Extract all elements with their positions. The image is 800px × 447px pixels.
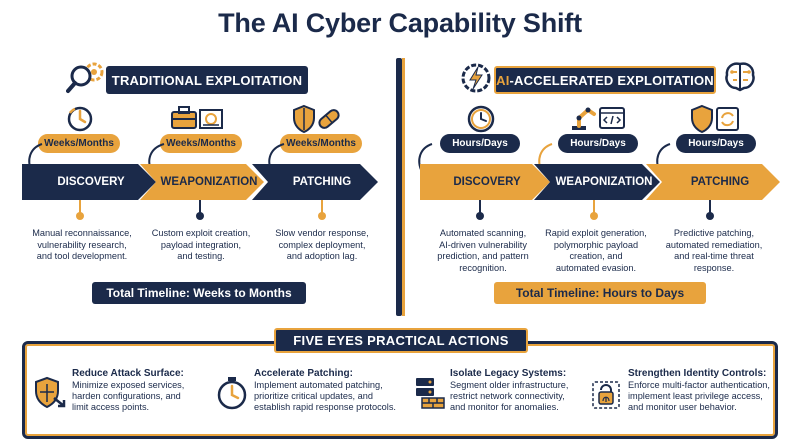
right-discovery-stage: DISCOVERY xyxy=(420,164,550,200)
heading-ai-prefix: AI xyxy=(496,72,510,88)
right-discovery-desc: Automated scanning, AI-driven vulnerabil… xyxy=(428,228,538,274)
action-isolate-legacy-systems: Isolate Legacy Systems: Segment older in… xyxy=(450,368,590,413)
stage-label: DISCOVERY xyxy=(453,176,521,188)
desc-line: and tool development. xyxy=(36,251,128,261)
desc-line: AI-driven vulnerability xyxy=(439,239,527,250)
action-body-line: and monitor user behavior. xyxy=(628,402,737,412)
desc-line: and adoption lag. xyxy=(286,251,358,261)
right-weaponization-time-pill: Hours/Days xyxy=(558,134,638,153)
right-patching-stage: PATCHING xyxy=(646,164,780,200)
right-weaponization-desc: Rapid exploit generation, polymorphic pa… xyxy=(538,228,654,274)
desc-line: creation, and xyxy=(569,251,623,261)
right-patching-time-pill: Hours/Days xyxy=(676,134,756,153)
desc-line: vulnerability research, xyxy=(37,239,127,250)
robot-arm-code-icon xyxy=(570,104,626,132)
right-discovery-time-pill: Hours/Days xyxy=(440,134,520,153)
shield-refresh-icon xyxy=(690,104,740,134)
search-gear-icon xyxy=(66,60,108,96)
right-patching-desc: Predictive patching, automated remediati… xyxy=(658,228,770,274)
desc-line: and testing. xyxy=(177,251,225,261)
actions-heading: FIVE EYES PRACTICAL ACTIONS xyxy=(274,328,528,353)
desc-line: and real-time threat xyxy=(674,251,754,261)
desc-line: payload integration, xyxy=(160,239,242,250)
action-body-line: implement least privilege access, xyxy=(628,391,763,401)
left-patching-desc: Slow vendor response, complex deployment… xyxy=(266,228,378,263)
desc-line: prediction, and pattern xyxy=(437,251,529,261)
action-body-line: prioritize critical updates, and xyxy=(254,391,373,401)
shield-bandage-icon xyxy=(292,104,342,134)
desc-line: response. xyxy=(693,262,735,273)
action-title: Isolate Legacy Systems: xyxy=(450,368,567,379)
action-body-line: restrict network connectivity, xyxy=(450,391,565,401)
stage-label: WEAPONIZATION xyxy=(160,176,258,188)
desc-line: complex deployment, xyxy=(278,239,366,250)
panel-divider xyxy=(396,58,405,316)
action-title: Accelerate Patching: xyxy=(254,368,353,379)
right-weaponization-stage: WEAPONIZATION xyxy=(534,164,660,200)
toolbox-blueprint-icon xyxy=(170,104,224,132)
server-firewall-icon xyxy=(414,376,446,410)
desc-line: Custom exploit creation, xyxy=(151,228,251,238)
action-reduce-attack-surface: Reduce Attack Surface: Minimize exposed … xyxy=(72,368,212,413)
stage-label: DISCOVERY xyxy=(57,176,125,188)
left-total-timeline: Total Timeline: Weeks to Months xyxy=(92,282,306,304)
desc-line: Predictive patching, xyxy=(673,228,755,238)
stage-label: PATCHING xyxy=(690,176,750,188)
left-patching-stage: PATCHING xyxy=(252,164,378,200)
traditional-exploitation-heading: TRADITIONAL EXPLOITATION xyxy=(106,66,308,94)
action-body-line: Minimize exposed services, xyxy=(72,380,185,390)
desc-line: recognition. xyxy=(459,262,507,273)
action-title: Strengthen Identity Controls: xyxy=(628,368,767,379)
stage-label: PATCHING xyxy=(292,176,352,188)
action-body-line: and monitor for anomalies. xyxy=(450,402,559,412)
brain-circuit-icon xyxy=(722,60,758,94)
desc-line: Manual reconnaissance, xyxy=(32,228,132,238)
action-body-line: harden configurations, and xyxy=(72,391,181,401)
left-discovery-time-pill: Weeks/Months xyxy=(38,134,120,153)
stage-label: WEAPONIZATION xyxy=(555,176,653,188)
action-title: Reduce Attack Surface: xyxy=(72,368,184,379)
action-body-line: Implement automated patching, xyxy=(254,380,383,390)
left-patching-time-pill: Weeks/Months xyxy=(280,134,362,153)
page-title: The AI Cyber Capability Shift xyxy=(218,8,582,38)
desc-line: Rapid exploit generation, xyxy=(545,228,647,238)
clock-icon xyxy=(466,104,496,134)
desc-line: Automated scanning, xyxy=(439,228,527,238)
heading-rest: -ACCELERATED EXPLOITATION xyxy=(509,72,714,88)
left-discovery-stage: DISCOVERY xyxy=(22,164,156,200)
desc-line: automated remediation, xyxy=(665,239,763,250)
desc-line: polymorphic payload xyxy=(553,239,639,250)
lightning-gear-icon xyxy=(460,62,492,94)
action-strengthen-identity-controls: Strengthen Identity Controls: Enforce mu… xyxy=(628,368,774,413)
action-body-line: establish rapid response protocols. xyxy=(254,402,396,412)
ai-accelerated-exploitation-heading: AI-ACCELERATED EXPLOITATION xyxy=(494,66,716,94)
right-total-timeline: Total Timeline: Hours to Days xyxy=(494,282,706,304)
stopwatch-icon xyxy=(66,104,94,132)
desc-line: Slow vendor response, xyxy=(275,228,369,238)
action-body-line: Segment older infrastructure, xyxy=(450,380,569,390)
left-weaponization-desc: Custom exploit creation, payload integra… xyxy=(142,228,260,263)
stopwatch-icon xyxy=(216,376,248,410)
action-body-line: Enforce multi-factor authentication, xyxy=(628,380,770,390)
shield-target-icon xyxy=(34,376,66,410)
left-weaponization-time-pill: Weeks/Months xyxy=(160,134,242,153)
left-weaponization-stage: WEAPONIZATION xyxy=(140,164,264,200)
action-body-line: limit access points. xyxy=(72,402,150,412)
fingerprint-lock-icon xyxy=(592,376,624,410)
desc-line: automated evasion. xyxy=(555,262,637,273)
left-discovery-desc: Manual reconnaissance, vulnerability res… xyxy=(30,228,134,263)
action-accelerate-patching: Accelerate Patching: Implement automated… xyxy=(254,368,410,413)
